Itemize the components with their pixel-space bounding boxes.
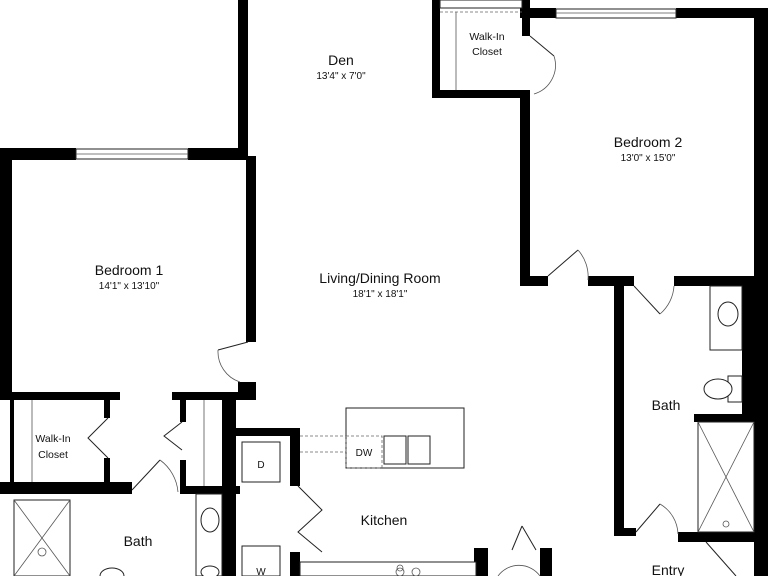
walkin-closet-top-line2: Closet	[472, 46, 502, 58]
fixtures	[13, 11, 755, 576]
bedroom2-name: Bedroom 2	[614, 134, 683, 150]
bedroom2-dims: 13'0" x 15'0"	[621, 153, 676, 164]
bath-left-name: Bath	[124, 533, 153, 549]
bedroom1-dims: 14'1" x 13'10"	[99, 281, 160, 292]
living-name: Living/Dining Room	[319, 270, 440, 286]
walkin-closet-left-line1: Walk-In	[35, 433, 70, 445]
doors	[87, 35, 737, 576]
entry-name: Entry	[652, 562, 685, 576]
washer-label: W	[256, 567, 266, 576]
windows	[75, 0, 677, 160]
kitchen-name: Kitchen	[361, 512, 408, 528]
den-dims: 13'4" x 7'0"	[316, 71, 366, 82]
bedroom1-name: Bedroom 1	[95, 262, 164, 278]
dryer-label: D	[257, 460, 264, 471]
living-dims: 18'1" x 18'1"	[353, 289, 408, 300]
room-labels: Den 13'4" x 7'0" Walk-In Closet Bedroom …	[35, 31, 684, 576]
dishwasher-label: DW	[356, 448, 373, 459]
walkin-closet-left-line2: Closet	[38, 449, 68, 461]
den-name: Den	[328, 52, 354, 68]
bath-right-name: Bath	[652, 397, 681, 413]
walkin-closet-top-line1: Walk-In	[469, 31, 504, 43]
